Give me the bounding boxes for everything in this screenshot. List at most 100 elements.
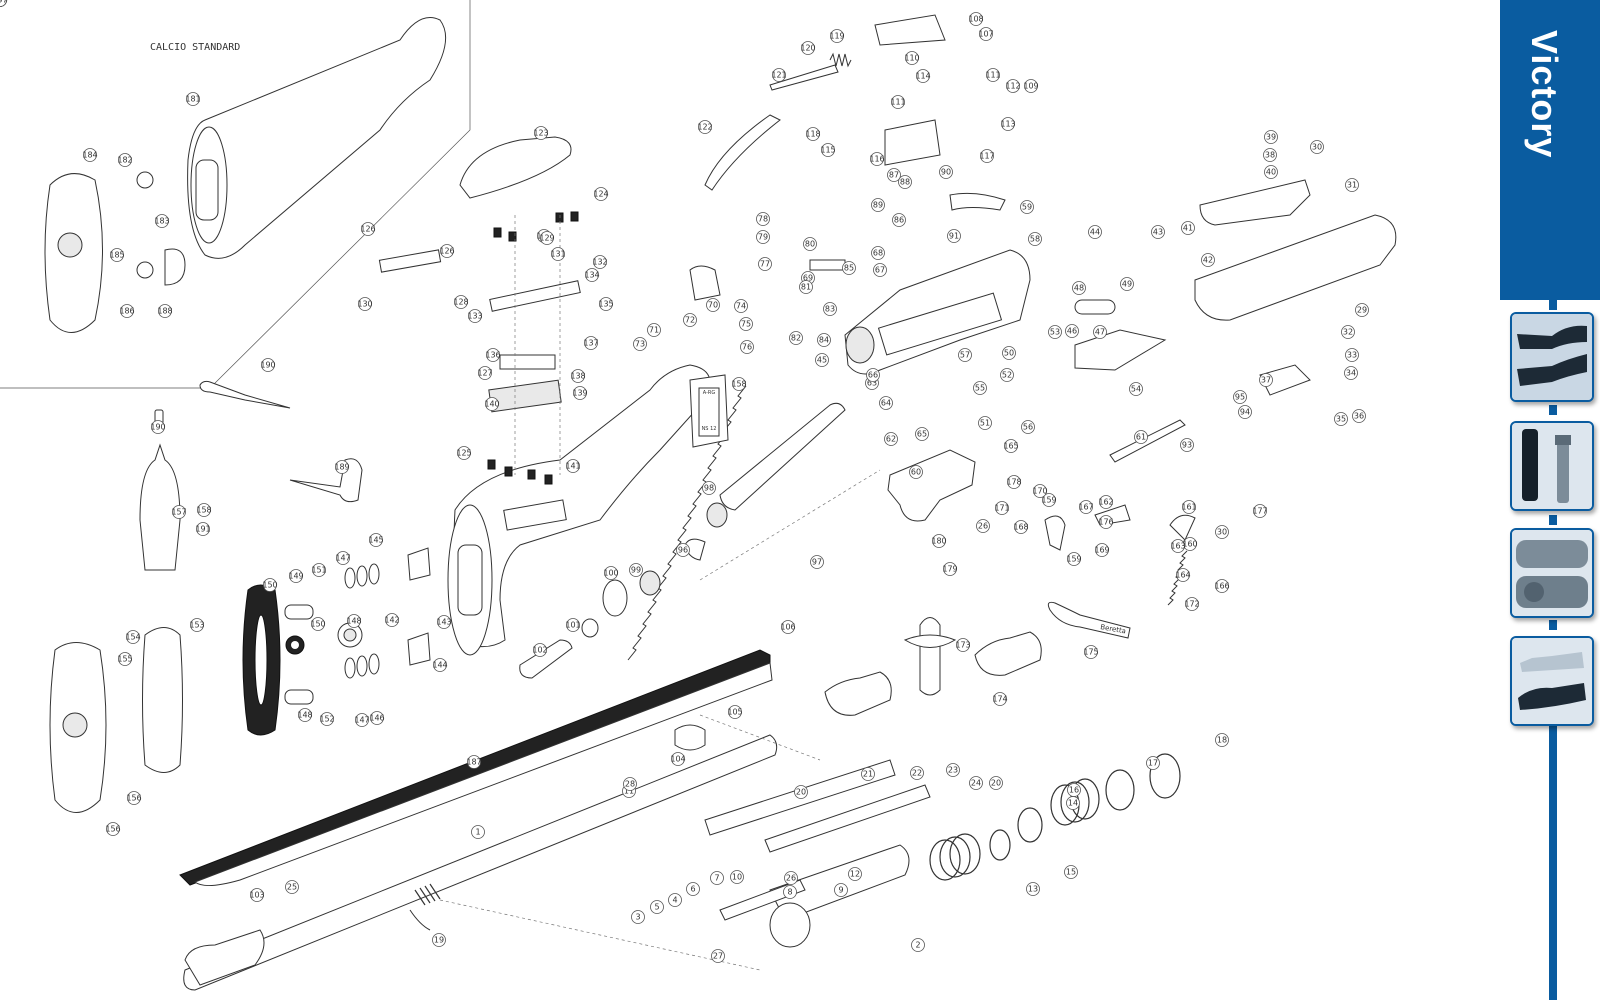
callout-label: 156	[105, 825, 120, 834]
callout-26: 26	[976, 519, 990, 533]
callout-97: 97	[810, 555, 824, 569]
callout-label: 78	[758, 215, 768, 224]
callout-label: 104	[670, 755, 685, 764]
callout-label: 171	[994, 504, 1009, 513]
callout-70: 70	[706, 298, 720, 312]
callout-label: 43	[1153, 228, 1163, 237]
callout-label: 69	[803, 274, 813, 283]
callout-label: 36	[1354, 412, 1364, 421]
callout-31: 31	[1345, 178, 1359, 192]
callout-label: 111	[890, 98, 905, 107]
callout-label: 114	[915, 72, 930, 81]
stocks-icon	[1512, 314, 1592, 400]
callout-label: 137	[583, 339, 598, 348]
callout-label: 48	[1074, 284, 1084, 293]
choke-tube	[974, 631, 1042, 676]
callout-108: 108	[968, 12, 984, 26]
callout-25: 25	[285, 880, 299, 894]
callout-35: 35	[1334, 412, 1348, 426]
callout-label: 115	[820, 146, 835, 155]
callout-168: 168	[1013, 520, 1029, 534]
callout-9: 9	[834, 883, 848, 897]
callout-71: 71	[647, 323, 661, 337]
callout-181: 181	[185, 92, 201, 106]
callout-84: 84	[817, 333, 831, 347]
callout-label: 22	[912, 769, 922, 778]
callout-label: 144	[432, 661, 447, 670]
callout-label: 103	[249, 891, 264, 900]
callout-label: 55	[975, 384, 985, 393]
callout-label: 31	[1347, 181, 1357, 190]
callout-label: 101	[565, 621, 580, 630]
callout-label: 46	[1067, 327, 1077, 336]
callout-124: 124	[593, 187, 609, 201]
callout-label: 140	[484, 400, 499, 409]
callout-label: 6	[690, 885, 695, 894]
callout-label: 71	[649, 326, 659, 335]
callout-label: 82	[791, 334, 801, 343]
callout-159: 159	[1066, 552, 1082, 566]
callout-label: 89	[873, 201, 883, 210]
callout-130: 130	[357, 297, 373, 311]
callout-167: 167	[1078, 500, 1094, 514]
callout-label: 133	[467, 312, 482, 321]
callout-186: 186	[119, 304, 135, 318]
callout-label: 158	[731, 380, 746, 389]
callout-label: 37	[1261, 376, 1271, 385]
callout-label: 197	[0, 0, 8, 5]
case-thumbnail[interactable]	[1510, 528, 1594, 618]
callout-label: 180	[931, 537, 946, 546]
soft-case-thumbnail[interactable]	[1510, 636, 1594, 726]
stock-thumbnail[interactable]	[1510, 312, 1594, 402]
callout-46: 46	[1065, 324, 1079, 338]
callout-155: 155	[117, 652, 133, 666]
callout-119: 119	[829, 29, 845, 43]
callout-95: 95	[1233, 390, 1247, 404]
standard-stock	[187, 17, 447, 259]
callout-label: 152	[319, 715, 334, 724]
callout-label: 148	[346, 617, 361, 626]
callout-184: 184	[82, 148, 98, 162]
callout-label: 84	[819, 336, 829, 345]
callout-104: 104	[670, 752, 686, 766]
callout-56: 56	[1021, 420, 1035, 434]
callout-12: 12	[848, 867, 862, 881]
callout-28: 28	[623, 777, 637, 791]
callout-90: 90	[939, 165, 953, 179]
callout-label: 74	[736, 302, 746, 311]
callout-116: 116	[869, 152, 885, 166]
callout-139: 139	[572, 386, 588, 400]
callout-39: 39	[1264, 130, 1278, 144]
callout-111: 111	[985, 68, 1001, 82]
callout-40: 40	[1264, 165, 1278, 179]
callout-label: 145	[368, 536, 383, 545]
callout-label: 161	[1181, 503, 1196, 512]
callout-label: 146	[369, 714, 384, 723]
callout-label: 29	[1357, 306, 1367, 315]
callout-175: 175	[1083, 645, 1099, 659]
callout-173: 173	[955, 638, 971, 652]
callout-label: 118	[805, 130, 820, 139]
callout-17: 17	[1146, 756, 1160, 770]
callout-114: 114	[915, 69, 931, 83]
callout-label: 30	[1217, 528, 1227, 537]
callout-label: 155	[117, 655, 132, 664]
callout-label: 142	[384, 616, 399, 625]
callout-label: 160	[1182, 540, 1197, 549]
chokes-thumbnail[interactable]	[1510, 421, 1594, 511]
callout-label: 21	[863, 770, 873, 779]
butt-plate-spacer	[142, 627, 183, 773]
side-navigation-panel: Victory	[1500, 0, 1600, 1000]
callout-label: 112	[1005, 82, 1020, 91]
callout-24: 24	[969, 776, 983, 790]
callout-label: 14	[1068, 799, 1078, 808]
callout-label: 191	[195, 525, 210, 534]
callout-label: 123	[533, 129, 548, 138]
callout-136: 136	[485, 348, 501, 362]
callout-label: 134	[584, 271, 599, 280]
barrel	[183, 734, 778, 991]
callout-113: 113	[1000, 117, 1016, 131]
callout-156: 156	[105, 822, 121, 836]
callout-label: 7	[714, 874, 719, 883]
callout-129: 129	[539, 231, 555, 245]
